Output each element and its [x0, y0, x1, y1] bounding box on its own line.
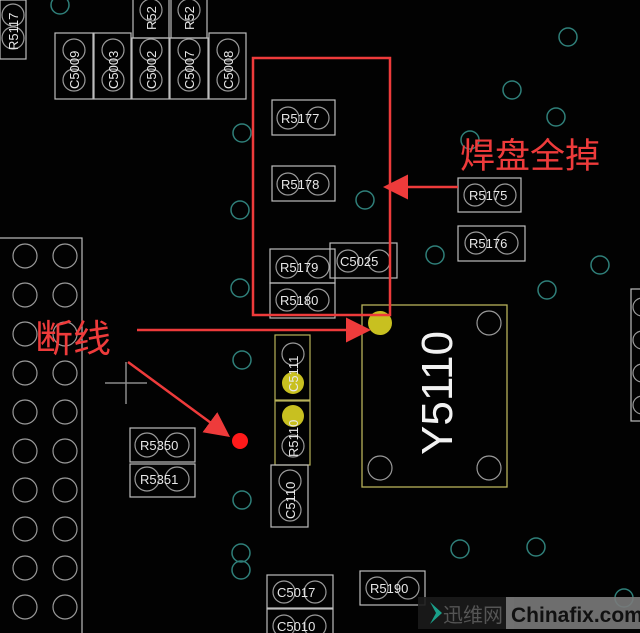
label-c5111: C5111 — [286, 356, 301, 392]
connector-pad — [52, 438, 78, 464]
connector-pad — [52, 321, 78, 347]
label-r5176: R5176 — [469, 236, 507, 251]
highlighted-pad-c5111[interactable] — [282, 372, 304, 394]
annotation-broken-trace: 断线 — [35, 317, 111, 361]
label-r52b: R52 — [182, 6, 197, 30]
component-c5110[interactable]: C5110 — [270, 464, 309, 528]
label-r5190: R5190 — [370, 581, 408, 596]
label-r5350: R5350 — [140, 438, 178, 453]
connector-left[interactable] — [0, 237, 83, 633]
connector-pad — [52, 399, 78, 425]
label-r5175: R5175 — [469, 188, 507, 203]
connector-pad — [52, 516, 78, 542]
watermark: 迅维网 Chinafix.com — [418, 597, 640, 629]
connector-pad — [12, 282, 38, 308]
connector-pad — [52, 477, 78, 503]
component-c5009[interactable]: C5009 — [54, 32, 94, 100]
label-c5002: C5002 — [144, 51, 159, 89]
label-c5025: C5025 — [340, 254, 378, 269]
connector-pad — [52, 243, 78, 269]
component-c5017[interactable]: C5017 — [266, 574, 334, 609]
label-c5009: C5009 — [67, 51, 82, 89]
connector-pad — [12, 516, 38, 542]
label-r5177: R5177 — [281, 111, 319, 126]
label-r5351: R5351 — [140, 472, 178, 487]
arrow-broken-trace-to-point — [127, 360, 231, 437]
connector-pad — [12, 594, 38, 620]
component-r5176[interactable]: R5176 — [457, 225, 526, 262]
connector-pad — [12, 477, 38, 503]
component-y5110[interactable]: Y5110 — [361, 304, 508, 488]
label-c5110: C5110 — [283, 482, 298, 519]
label-r5180: R5180 — [280, 293, 318, 308]
broken-point-marker — [232, 433, 248, 449]
watermark-en: Chinafix.com — [511, 604, 640, 627]
component-c5025[interactable]: C5025 — [329, 242, 398, 279]
component-c5002[interactable]: C5002 — [131, 37, 170, 100]
component-r5179[interactable]: R5179 — [269, 248, 336, 284]
label-r5179: R5179 — [280, 260, 318, 275]
component-r52a[interactable]: R52 — [132, 0, 170, 39]
annotation-highlight-box — [251, 56, 392, 317]
label-r5117: R5117 — [6, 13, 21, 50]
component-r52b[interactable]: R52 — [170, 0, 208, 39]
label-c5017: C5017 — [277, 585, 315, 600]
label-c5007: C5007 — [182, 51, 197, 89]
label-r52a: R52 — [144, 6, 159, 30]
label-c5003: C5003 — [106, 51, 121, 89]
component-r5117[interactable]: R5117 — [0, 0, 27, 60]
connector-pad — [52, 360, 78, 386]
connector-pad — [52, 594, 78, 620]
component-c5003[interactable]: C5003 — [93, 32, 132, 100]
component-r5350[interactable]: R5350 — [129, 427, 196, 463]
connector-pad — [12, 399, 38, 425]
label-y5110: Y5110 — [413, 331, 462, 455]
component-c5007[interactable]: C5007 — [169, 37, 209, 100]
component-c5111[interactable]: C5111 — [274, 334, 311, 401]
connector-pad — [52, 282, 78, 308]
label-r5110: R5110 — [286, 420, 301, 457]
connector-pad — [52, 555, 78, 581]
component-r5190[interactable]: R5190 — [359, 570, 426, 606]
component-r5175[interactable]: R5175 — [457, 177, 522, 213]
label-c5008: C5008 — [221, 51, 236, 89]
connector-pad — [12, 243, 38, 269]
crosshair-cursor-icon — [105, 362, 147, 404]
component-r5177[interactable]: R5177 — [271, 99, 336, 136]
component-c5008[interactable]: C5008 — [208, 32, 247, 100]
annotation-pads-missing: 焊盘全掉 — [460, 137, 600, 177]
connector-pad — [12, 360, 38, 386]
component-r5110[interactable]: R5110 — [274, 400, 311, 466]
highlighted-pad-y5110-pin1[interactable] — [368, 311, 392, 335]
component-r5351[interactable]: R5351 — [129, 463, 196, 498]
chinafix-logo-icon — [430, 602, 442, 624]
label-r5178: R5178 — [281, 177, 319, 192]
component-r5178[interactable]: R5178 — [271, 165, 336, 202]
component-c5010[interactable]: C5010 — [266, 608, 334, 633]
connector-pad — [12, 555, 38, 581]
watermark-cn: 迅维网 — [443, 603, 503, 627]
connector-pad — [12, 438, 38, 464]
label-c5010: C5010 — [277, 619, 315, 633]
highlighted-pad-r5110[interactable] — [282, 405, 304, 427]
component-right-edge — [630, 288, 640, 422]
vias — [50, 0, 634, 608]
connector-pad — [12, 321, 38, 347]
component-r5180[interactable]: R5180 — [269, 282, 336, 319]
